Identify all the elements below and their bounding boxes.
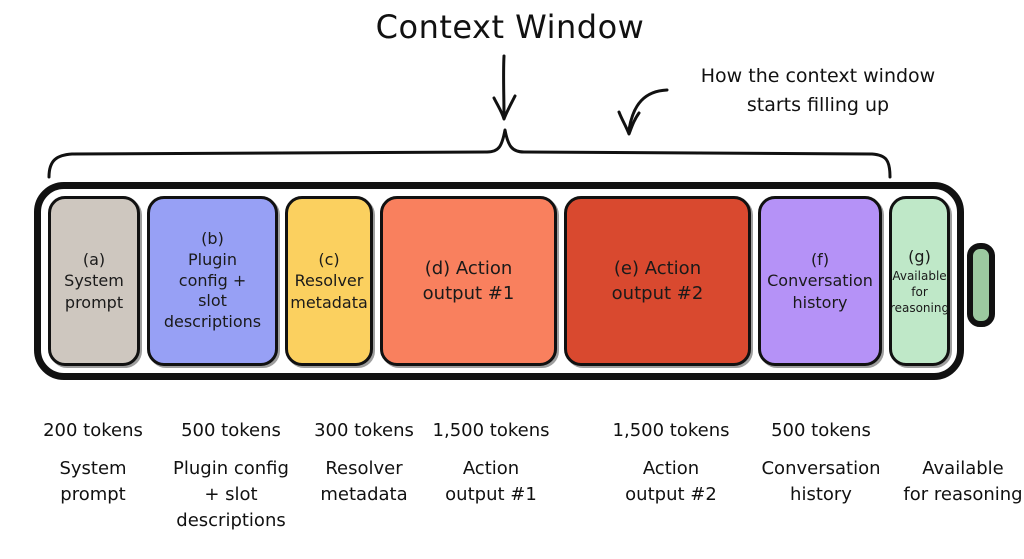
segment-tag-b: (b)	[201, 229, 224, 248]
battery-nub	[967, 243, 995, 327]
caption-action-output-2: 1,500 tokens Action output #2	[596, 418, 746, 508]
segment-conversation-history[interactable]: (f) Conversation history	[758, 196, 882, 366]
caption-tokens-d: 1,500 tokens	[432, 420, 550, 441]
caption-tokens-e: 1,500 tokens	[612, 420, 730, 441]
segment-label-b-line3: slot	[198, 291, 227, 311]
segment-resolver-metadata[interactable]: (c) Resolver metadata	[285, 196, 373, 366]
caption-name-f-line2: history	[790, 484, 852, 506]
annotation-arrow-icon	[617, 88, 669, 136]
caption-name-c-line1: Resolver	[325, 458, 403, 480]
caption-row: 200 tokens System prompt 500 tokens Plug…	[16, 418, 1023, 538]
caption-name-f-line1: Conversation	[761, 458, 881, 480]
segment-tag-c: (c)	[318, 249, 340, 269]
caption-name-d-line2: output #1	[445, 484, 537, 506]
caption-plugin-config: 500 tokens Plugin config + slot descript…	[156, 418, 306, 534]
segment-label-a-line2: prompt	[64, 292, 124, 312]
segment-label-g-line1: Available	[892, 268, 947, 283]
segment-tag-e: (e) Action	[613, 257, 702, 279]
segment-tag-d: (d) Action	[424, 257, 513, 279]
caption-tokens-c: 300 tokens	[314, 420, 414, 441]
segment-label-g-line3: reasoning	[889, 300, 950, 315]
segment-available-for-reasoning[interactable]: (g) Available for reasoning	[889, 196, 950, 366]
caption-name-g-line1: Available	[922, 458, 1004, 480]
page-title: Context Window	[375, 8, 645, 46]
annotation-line-2: starts filling up	[746, 93, 890, 116]
segment-label-a-line1: System	[64, 271, 124, 291]
title-arrow-icon	[492, 54, 517, 121]
caption-tokens-b: 500 tokens	[181, 420, 281, 441]
segment-action-output-2[interactable]: (e) Action output #2	[564, 196, 751, 366]
caption-name-d-line1: Action	[462, 458, 520, 480]
segment-label-f-line1: Conversation	[767, 271, 873, 291]
segment-label-d-line1: output #1	[422, 283, 515, 304]
segment-label-c-line2: metadata	[290, 292, 368, 312]
segment-action-output-1[interactable]: (d) Action output #1	[380, 196, 557, 366]
segment-label-b-line4: descriptions	[163, 312, 262, 332]
segment-list: (a) System prompt (b) Plugin config + sl…	[48, 196, 950, 366]
caption-name-b-line2: + slot	[204, 484, 258, 506]
segment-system-prompt[interactable]: (a) System prompt	[48, 196, 140, 366]
caption-name-b-line1: Plugin config	[173, 458, 289, 480]
segment-tag-g: (g)	[908, 246, 931, 266]
caption-name-g-line2: for reasoning	[903, 484, 1023, 506]
caption-conversation-history: 500 tokens Conversation history	[746, 418, 896, 508]
segment-tag-f: (f)	[810, 249, 830, 269]
caption-action-output-1: 1,500 tokens Action output #1	[421, 418, 561, 508]
caption-name-b-line3: descriptions	[176, 510, 286, 532]
caption-tokens-a: 200 tokens	[43, 420, 143, 441]
caption-name-a-line1: System	[59, 458, 127, 480]
segment-label-g-line2: for	[911, 284, 928, 299]
caption-name-e-line1: Action	[642, 458, 700, 480]
caption-resolver-metadata: 300 tokens Resolver metadata	[299, 418, 429, 508]
segment-label-e-line1: output #2	[611, 283, 704, 304]
caption-available-for-reasoning: Available for reasoning	[888, 418, 1024, 508]
segment-plugin-config[interactable]: (b) Plugin config + slot descriptions	[147, 196, 278, 366]
segment-label-f-line2: history	[792, 292, 848, 312]
caption-name-c-line2: metadata	[320, 484, 408, 506]
caption-tokens-f: 500 tokens	[771, 420, 871, 441]
segment-tag-a: (a)	[82, 249, 106, 269]
segment-label-c-line1: Resolver	[294, 271, 364, 291]
segment-label-b-line2: config +	[178, 270, 247, 290]
caption-system-prompt: 200 tokens System prompt	[28, 418, 158, 508]
segment-label-b-line1: Plugin	[188, 249, 237, 269]
annotation-text: How the context window starts filling up	[668, 62, 968, 119]
caption-name-e-line2: output #2	[625, 484, 717, 506]
caption-name-a-line2: prompt	[60, 484, 126, 506]
annotation-line-1: How the context window	[700, 65, 936, 87]
curly-brace	[47, 128, 892, 179]
